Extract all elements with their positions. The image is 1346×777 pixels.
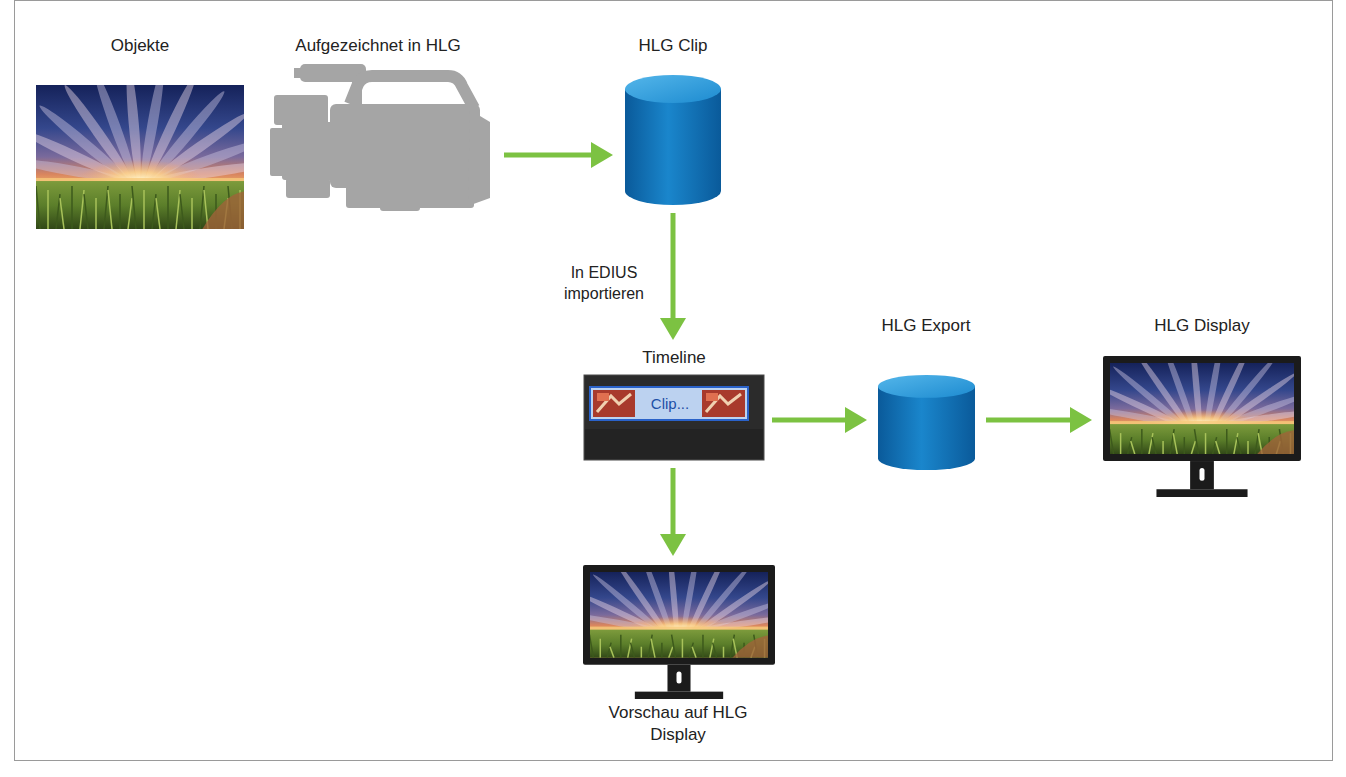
arrow-line	[671, 468, 676, 536]
clip-label: Clip...	[640, 394, 700, 414]
camera-silhouette	[270, 64, 490, 211]
timeline-image	[584, 375, 764, 460]
node-heading: Timeline	[642, 347, 706, 369]
node-picture	[30, 32, 250, 232]
node-heading: HLG Export	[882, 315, 971, 337]
node-heading: Vorschau auf HLG Display	[598, 702, 758, 746]
export-cylinder: HLG Export	[873, 314, 979, 474]
landscape-image	[36, 85, 244, 229]
clip-cylinder: HLG Clip	[620, 32, 726, 208]
arrow-line	[986, 418, 1072, 423]
node-picture	[262, 32, 494, 214]
node-picture	[1100, 314, 1304, 499]
arrow-line	[772, 418, 847, 423]
display-monitor: HLG Display	[1100, 314, 1304, 499]
node-heading: HLG Clip	[639, 35, 708, 57]
flow-arrow	[660, 468, 686, 556]
arrow-head	[660, 534, 686, 556]
arrow-line	[671, 213, 676, 320]
landscape-image	[1110, 363, 1294, 454]
node-heading: Aufgezeichnet in HLG	[295, 35, 460, 57]
arrow-head	[660, 318, 686, 340]
flow-arrow	[504, 142, 613, 168]
edge-label: In EDIUS importieren	[549, 262, 659, 304]
cylinder-body	[878, 386, 975, 470]
cylinder-top	[625, 75, 721, 103]
flow-arrow	[772, 407, 867, 433]
arrow-line	[504, 153, 593, 158]
landscape-image	[590, 572, 768, 658]
preview-monitor: Vorschau auf HLG Display	[578, 562, 778, 754]
node-heading: HLG Display	[1154, 315, 1249, 337]
node-heading: Objekte	[111, 35, 170, 57]
node-picture	[873, 314, 979, 474]
cylinder-body	[625, 89, 721, 205]
node-picture	[620, 32, 726, 208]
camera-picture: Aufgezeichnet in HLG	[262, 32, 494, 214]
timeline-panel: TimelineClip...	[582, 345, 766, 463]
arrow-head	[845, 407, 867, 433]
flow-arrow	[660, 213, 686, 340]
arrow-head	[1070, 407, 1092, 433]
object-picture: Objekte	[30, 32, 250, 232]
cylinder-top	[878, 375, 975, 398]
frame-border	[15, 1, 1333, 761]
flow-arrow	[986, 407, 1092, 433]
arrow-head	[591, 142, 613, 168]
